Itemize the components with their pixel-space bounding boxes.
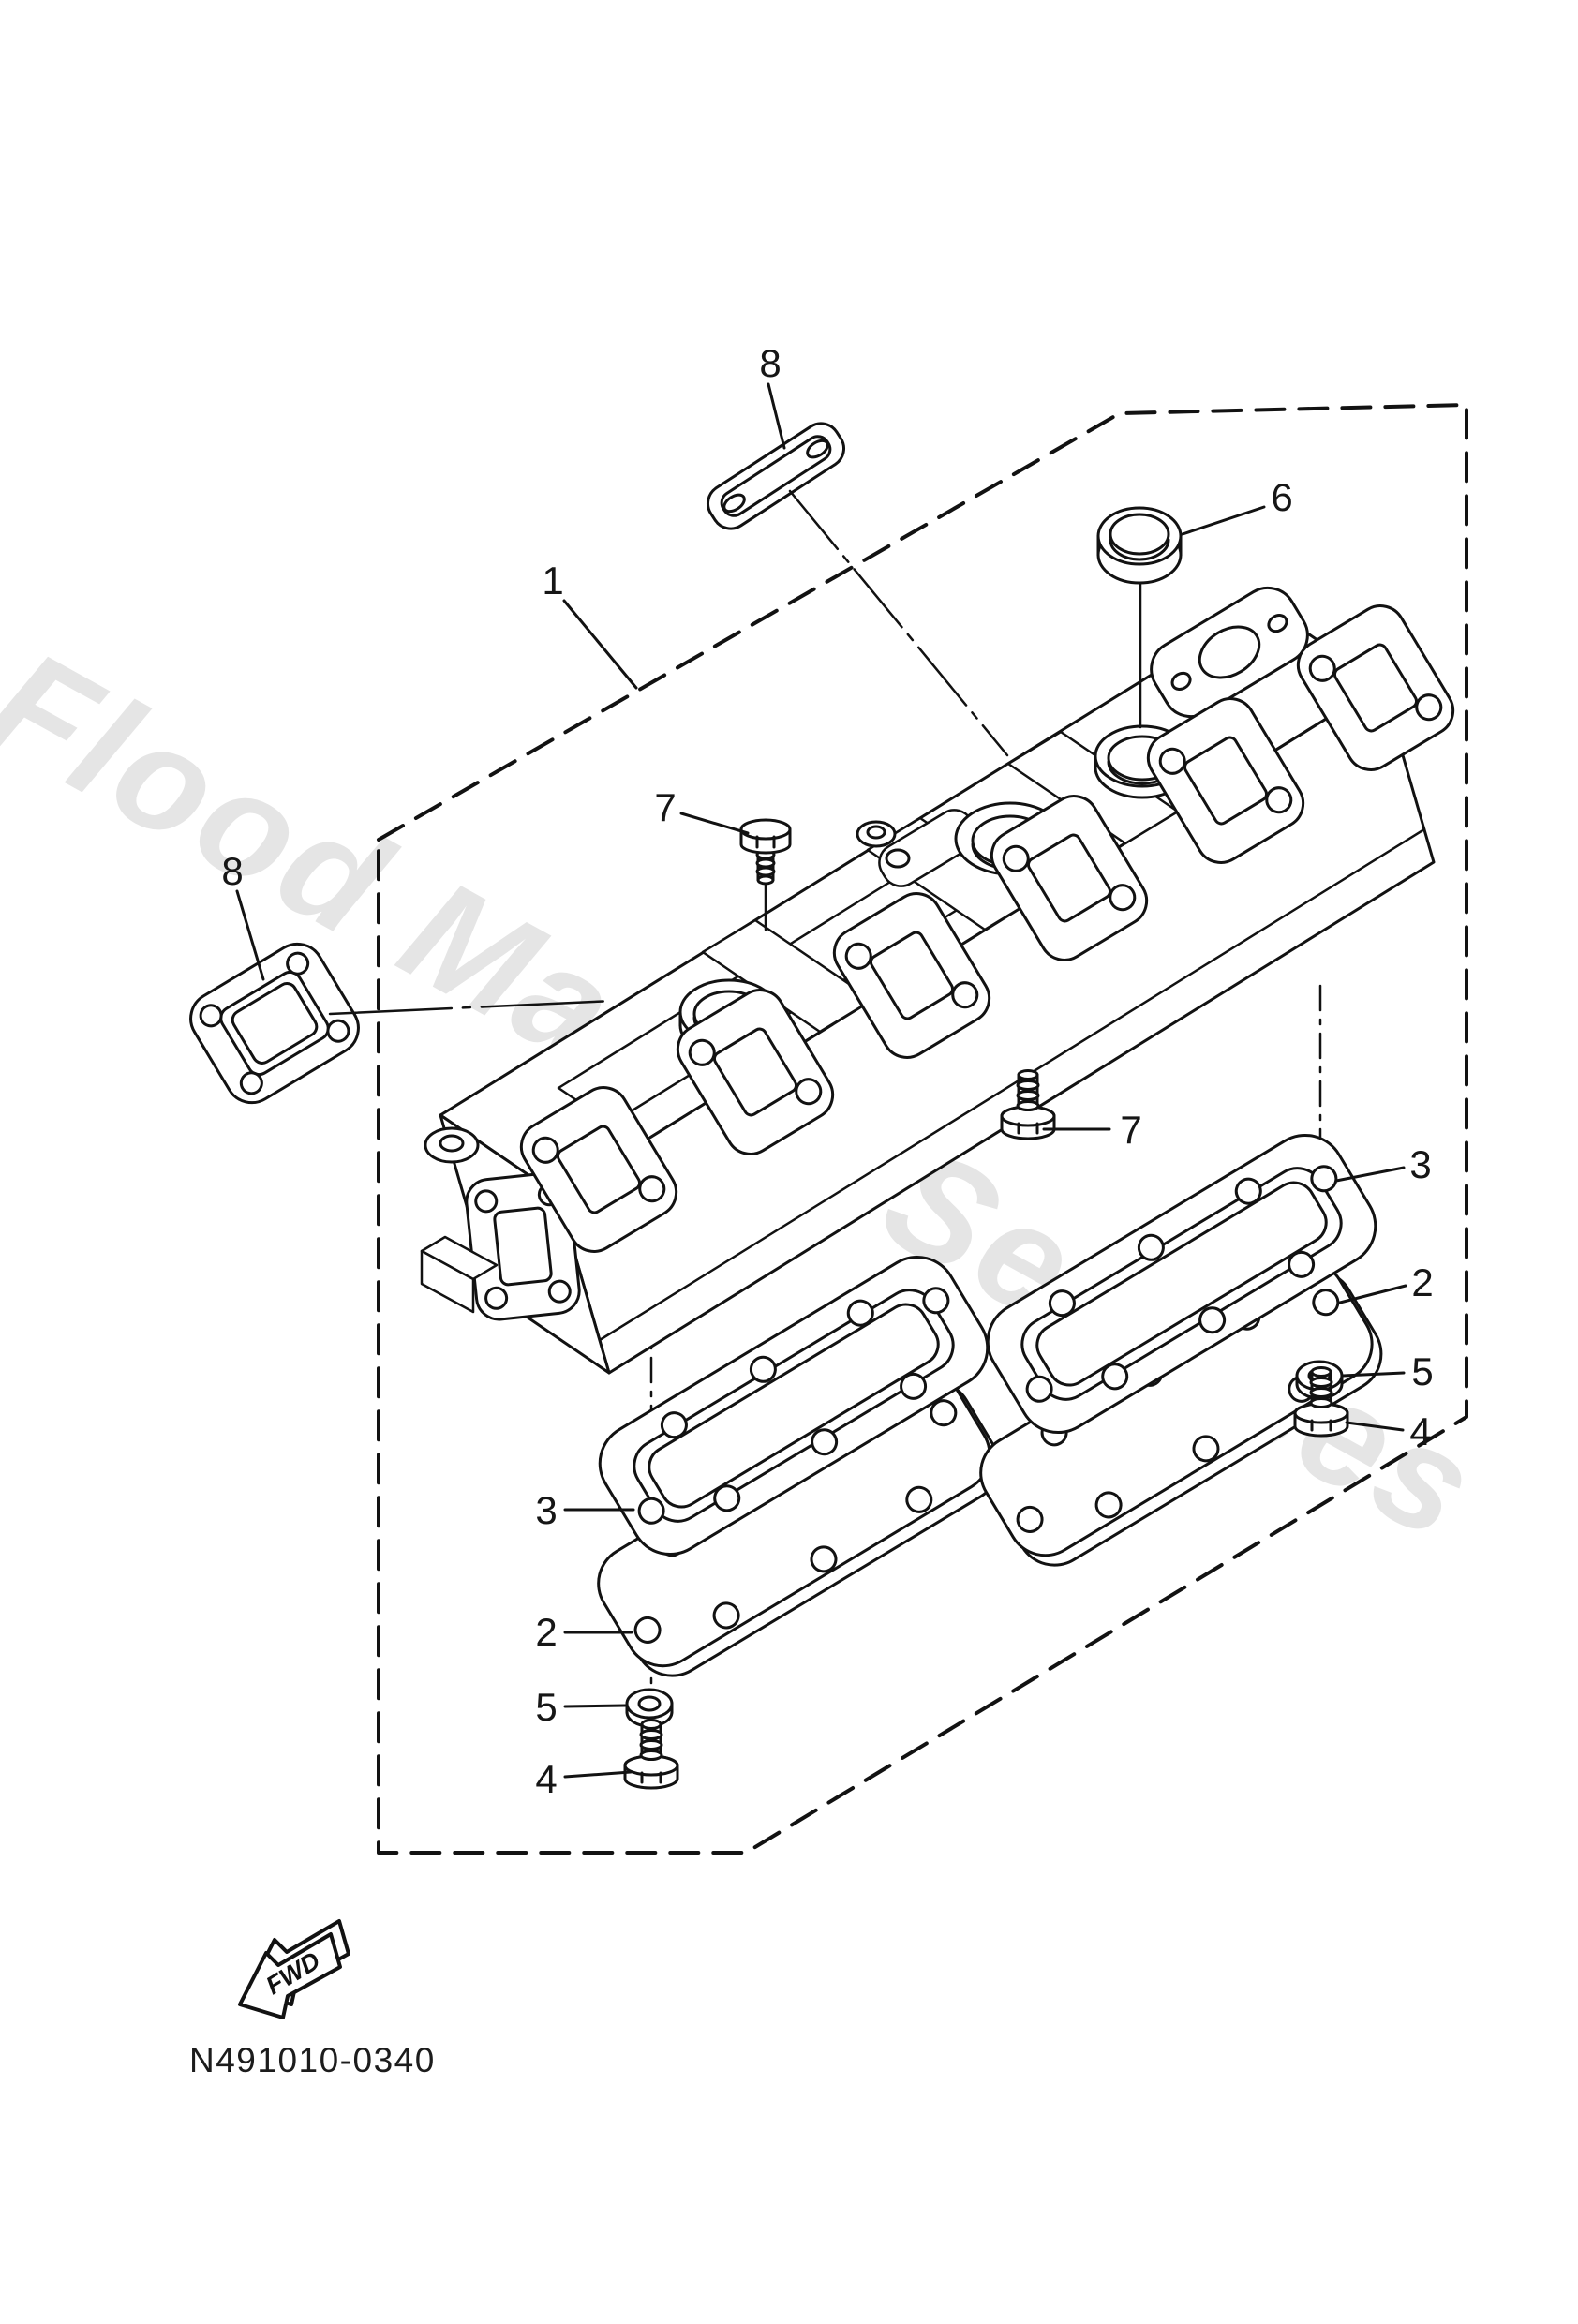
bolt-part-4-left: [623, 1719, 679, 1790]
callout-7-top: 7: [654, 785, 677, 829]
callout-leader-lines: [235, 382, 1407, 1779]
callout-6: 6: [1271, 475, 1293, 519]
callout-4-left: 4: [535, 1757, 558, 1801]
callout-5-right: 5: [1411, 1349, 1434, 1393]
drawing-code: N491010-0340: [189, 2041, 436, 2079]
fwd-arrow-face: [238, 1932, 342, 2019]
callout-7-right: 7: [1120, 1108, 1142, 1152]
mount-block: [420, 1235, 499, 1314]
outlet-gasket-part-8-top: [707, 422, 845, 530]
end-boss-hole: [439, 1134, 465, 1153]
callout-3-right: 3: [1409, 1142, 1432, 1186]
bolt-part-7-top: [739, 818, 792, 931]
seal-ring-part-6: [1096, 506, 1183, 729]
top-outlet-flange: [1150, 586, 1309, 719]
outlet-gasket-part-8-left: [189, 942, 360, 1105]
fwd-arrow: [238, 1919, 350, 2019]
callout-2-right: 2: [1411, 1260, 1434, 1304]
callout-1: 1: [542, 559, 564, 603]
callout-5-left: 5: [535, 1685, 558, 1729]
callout-8-top: 8: [759, 341, 782, 385]
callout-8-left: 8: [221, 849, 244, 893]
dashed-boundary-outline: [377, 403, 1468, 1855]
callout-4-right: 4: [1409, 1409, 1432, 1453]
callout-2-left: 2: [535, 1610, 558, 1654]
callout-3-left: 3: [535, 1488, 558, 1532]
